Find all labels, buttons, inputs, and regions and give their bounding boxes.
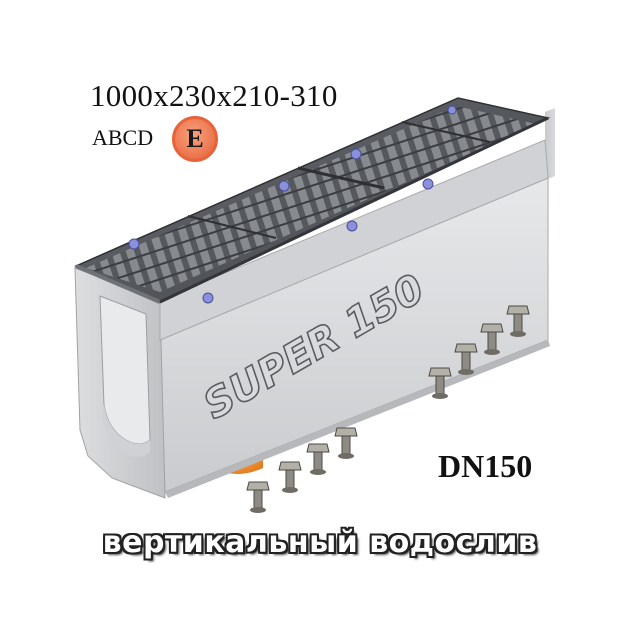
t-bolt-icon xyxy=(506,305,530,337)
t-bolt-icon xyxy=(454,343,478,375)
channel-bottom-edge xyxy=(165,340,550,498)
t-bolt-icon xyxy=(306,443,330,475)
channel-far-wall xyxy=(545,108,555,180)
t-bolt-icon xyxy=(428,367,452,399)
grate-bolt-icon xyxy=(128,105,457,304)
nominal-diameter-label: DN150 xyxy=(438,448,533,484)
caption-vertical-outlet: вертикальный водослив xyxy=(102,525,538,560)
cast-iron-grate xyxy=(74,97,551,304)
channel-end-profile xyxy=(74,267,166,499)
load-class-badge: E xyxy=(172,116,218,162)
channel-top-rim xyxy=(159,139,549,341)
load-class-letter: E xyxy=(186,124,204,153)
t-bolt-icon xyxy=(480,323,504,355)
fastening-bolts-right xyxy=(428,305,530,399)
t-bolt-icon xyxy=(278,461,302,493)
fastening-bolts-left xyxy=(246,427,358,513)
dimensions-label: 1000x230x210-310 xyxy=(90,78,338,113)
t-bolt-icon xyxy=(246,481,270,513)
load-classes-label: ABCD xyxy=(92,125,154,150)
t-bolt-icon xyxy=(334,427,358,459)
